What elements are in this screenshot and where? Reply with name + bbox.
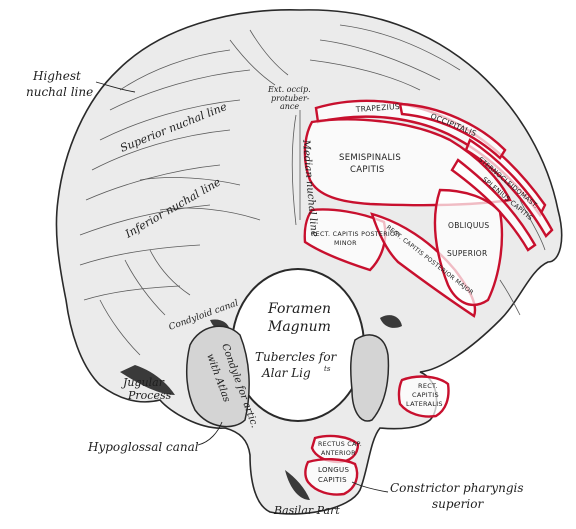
label-hypoglossal: Hypoglossal canal [87,440,199,454]
muscle-longus-2: CAPITIS [318,476,347,484]
basilar-shadow [285,470,310,500]
label-jugular: Jugular [121,376,165,389]
left-condyle [185,325,250,428]
label-foramen: Foramen [267,301,331,317]
rect-capitis-lateralis-area [397,375,450,418]
rect-cap-post-major-area [370,212,477,318]
label-tubercles-2: Alar Lig [261,366,311,380]
label-highest-nuchal-1: Highest [32,69,81,83]
label-constrictor-2: superior [432,497,484,511]
muscle-obliquus-2: SUPERIOR [447,249,487,258]
occipitalis-area [398,102,507,160]
rect-cap-post-minor-area [303,208,387,272]
muscle-lateralis-1: RECT. [418,382,438,390]
muscle-rectus-ant-2: ANTERIOR [321,450,356,457]
muscle-lateralis-3: LATERALIS [406,400,443,408]
muscle-rectus-ant-1: RECTUS CAP. [318,441,362,448]
label-process: Process [127,389,172,402]
jugular-shadow [120,365,175,395]
muscle-rect-minor-2: MINOR [334,240,357,247]
longus-capitis-area [304,458,359,496]
canal-shadow-right [380,315,402,328]
muscle-obliquus-1: OBLIQUUS [448,221,489,230]
muscle-semispinalis-2: CAPITIS [350,165,385,175]
leader-constrictor [351,481,389,493]
sternocleidomastoid-area [464,138,554,238]
muscle-attachments [303,99,554,496]
muscle-rect-minor-1: RECT. CAPITIS POSTERIOR [311,231,400,238]
muscle-trapezius: TRAPEZIUS [355,102,401,114]
foramen-magnum-opening [231,268,365,422]
muscle-lateralis-2: CAPITIS [412,391,439,399]
label-tubercles-sup: ts [324,365,331,373]
muscle-longus-1: LONGUS [318,466,349,474]
leader-hypoglossal [197,421,223,446]
label-tubercles-1: Tubercles for [255,350,338,364]
label-ext-occip-2: protuber- [271,94,310,103]
label-magnum: Magnum [267,319,331,335]
label-ext-occip-1: Ext. occip. [267,85,311,94]
right-condyle [350,334,390,422]
label-ext-occip-3: ance [280,102,299,111]
muscle-semispinalis-1: SEMISPINALIS [339,153,401,163]
label-highest-nuchal-2: nuchal line [26,85,93,99]
leader-highest-nuchal [95,81,136,93]
label-constrictor-1: Constrictor pharyngis [390,481,524,495]
label-basilar: Basilar Part [273,504,340,517]
obliquus-superior-area [433,188,504,307]
bone-texture [79,24,546,356]
rectus-cap-anterior-area [310,434,360,464]
